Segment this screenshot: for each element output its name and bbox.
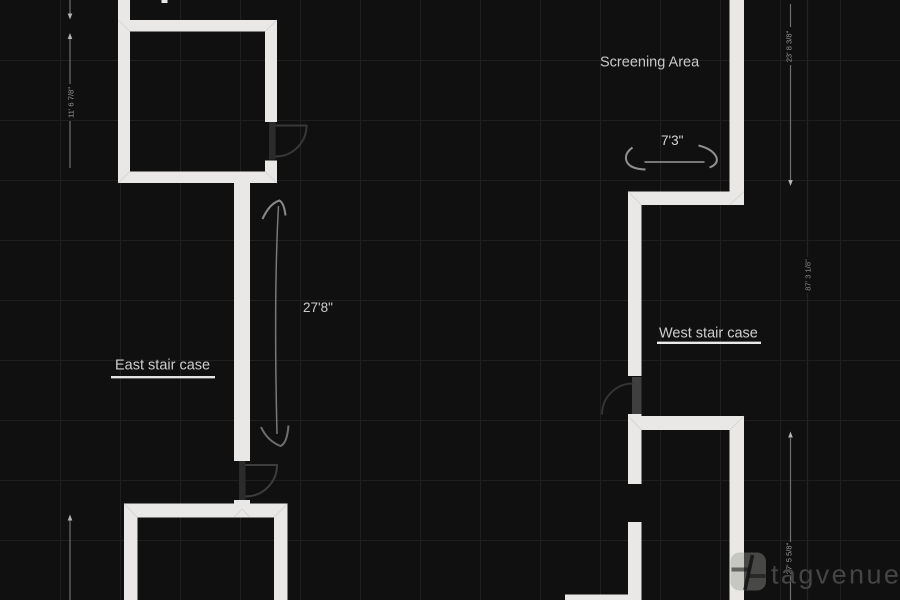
svg-text:87' 3 1/8": 87' 3 1/8" bbox=[804, 259, 813, 291]
svg-text:East stair case: East stair case bbox=[115, 358, 210, 374]
svg-text:tagvenue: tagvenue bbox=[771, 560, 900, 590]
svg-text:11' 6 7/8": 11' 6 7/8" bbox=[67, 87, 76, 118]
svg-text:West stair case: West stair case bbox=[659, 326, 758, 342]
svg-text:23' 8 3/8": 23' 8 3/8" bbox=[785, 30, 794, 62]
svg-text:27'8": 27'8" bbox=[303, 300, 333, 315]
svg-text:Screening Area: Screening Area bbox=[600, 55, 700, 71]
svg-text:27' 5 5/8": 27' 5 5/8" bbox=[785, 542, 794, 574]
svg-text:7'3": 7'3" bbox=[661, 133, 684, 148]
